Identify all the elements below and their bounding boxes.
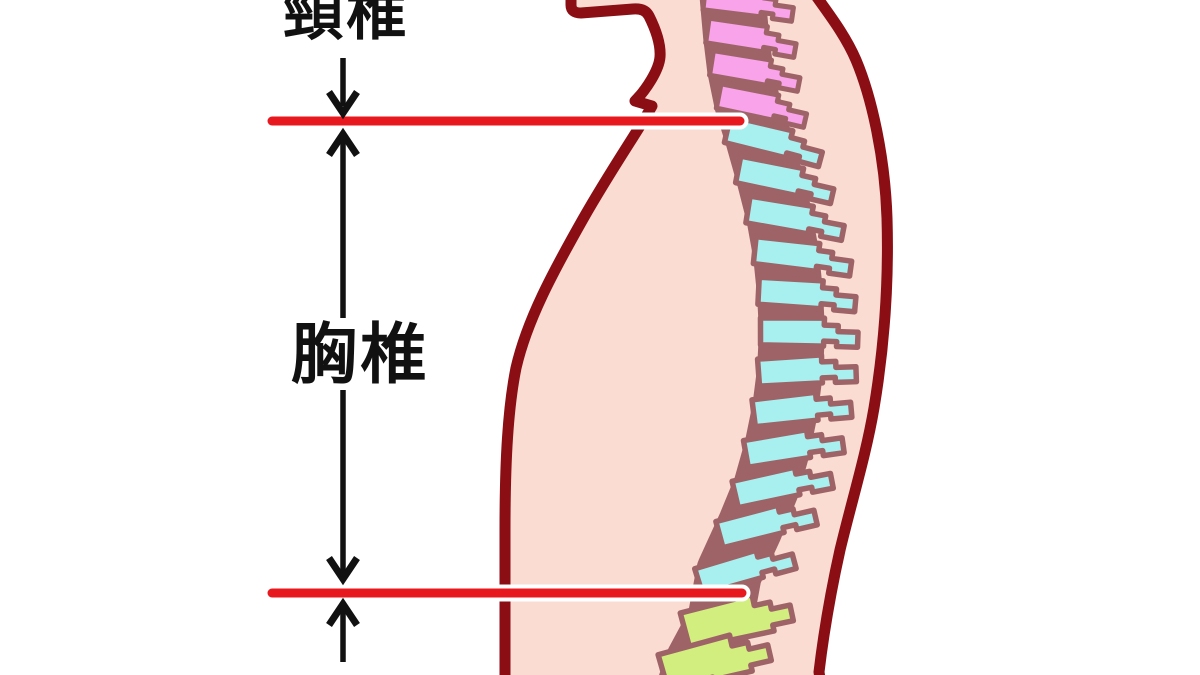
thoracic-label: 胸椎 bbox=[291, 316, 429, 393]
cervical-label: 頸椎 bbox=[283, 0, 409, 49]
arrow-down-icon bbox=[326, 90, 360, 120]
arrow-up-icon bbox=[326, 597, 360, 627]
arrow-down-icon bbox=[326, 556, 360, 586]
thoracic-extent-arrow bbox=[326, 127, 360, 586]
arrow-up-icon bbox=[326, 127, 360, 157]
cervical-extent-arrow bbox=[326, 58, 360, 120]
lumbar-extent-arrow bbox=[326, 597, 360, 662]
